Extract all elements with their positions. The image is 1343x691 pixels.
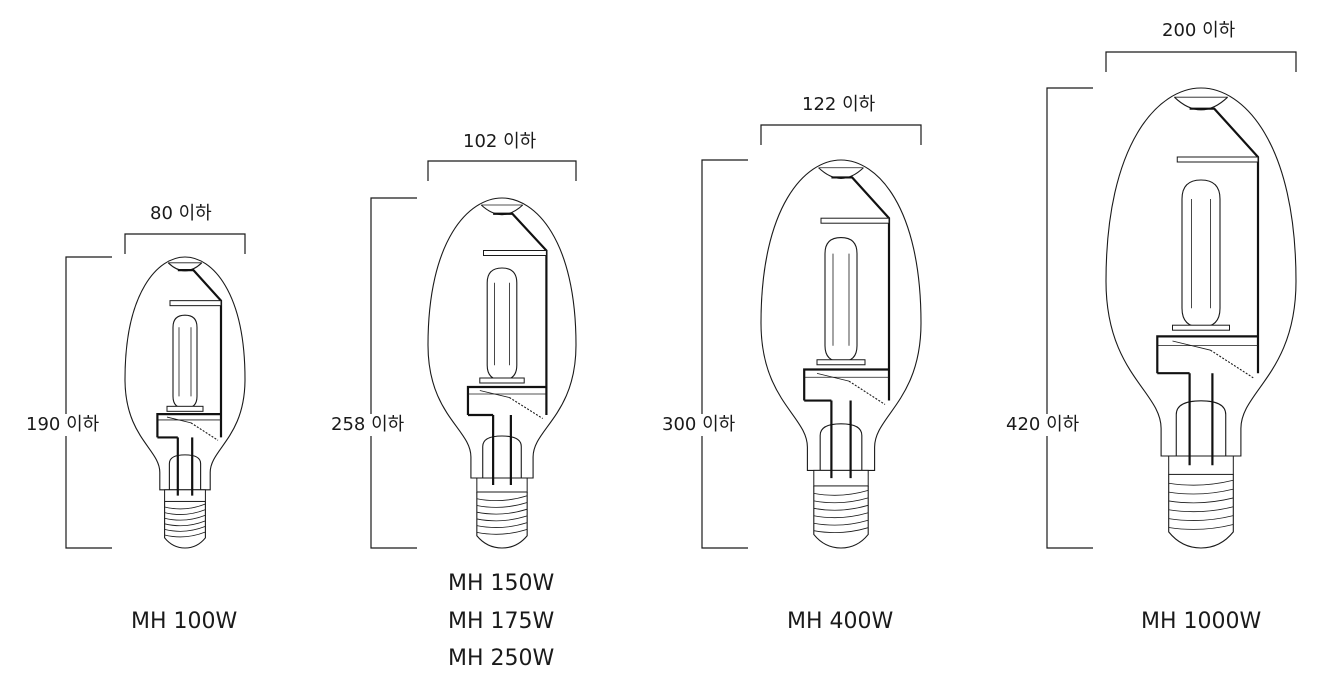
- bulb-envelope: [760, 159, 922, 471]
- arc-tube: [486, 267, 518, 381]
- height-dimension-mh1000: [1046, 87, 1093, 549]
- bulb-mh400: [760, 159, 922, 549]
- model-label-mh400: MH 400W: [787, 609, 894, 634]
- bulb-mh1000: [1105, 87, 1297, 549]
- model-label-mh1000: MH 1000W: [1141, 609, 1262, 634]
- height-dimension-mh150: [370, 197, 417, 549]
- stem-tube: [482, 435, 522, 478]
- width-dimension-mh100: [124, 233, 246, 254]
- height-label-mh100: 190 이하: [26, 414, 100, 436]
- width-label-mh150: 102 이하: [463, 131, 537, 152]
- width-dimension-mh1000: [1105, 51, 1297, 72]
- bulb-mh100: [124, 256, 246, 549]
- arc-tube: [172, 314, 198, 409]
- screw-base: [1168, 455, 1234, 549]
- getter-coil: [190, 422, 219, 441]
- width-dimension-mh400: [760, 124, 922, 145]
- support-wire: [493, 212, 548, 415]
- getter-coil: [848, 380, 886, 405]
- stem-tube: [819, 423, 863, 471]
- bulb-mh150: [427, 197, 577, 549]
- model-label-mh175: MH 175W: [448, 609, 555, 634]
- model-label-mh150: MH 150W: [448, 571, 555, 596]
- bulb-envelope: [427, 197, 577, 479]
- width-dimension-mh150: [427, 160, 577, 181]
- width-label-mh1000: 200 이하: [1162, 20, 1236, 41]
- height-dimension-mh100: [65, 256, 112, 549]
- model-label-mh100: MH 100W: [131, 609, 238, 634]
- model-label-mh250: MH 250W: [448, 646, 555, 671]
- getter-coil: [509, 397, 543, 419]
- screw-base: [164, 489, 206, 549]
- height-dimension-mh400: [701, 159, 748, 549]
- height-label-mh150: 258 이하: [331, 414, 405, 436]
- width-label-mh400: 122 이하: [802, 94, 876, 115]
- bulb-envelope: [124, 256, 246, 491]
- arc-tube: [1181, 179, 1221, 328]
- getter-coil: [1210, 349, 1254, 379]
- stem-tube: [1175, 400, 1227, 456]
- arc-tube: [824, 237, 858, 363]
- width-label-mh100: 80 이하: [150, 203, 212, 224]
- height-label-mh1000: 420 이하: [1006, 414, 1080, 436]
- screw-base: [476, 477, 528, 549]
- stem-tube: [168, 454, 202, 490]
- support-wire: [1189, 107, 1260, 374]
- bulb-envelope: [1105, 87, 1297, 457]
- support-wire: [831, 176, 891, 401]
- screw-base: [813, 469, 869, 549]
- support-wire: [177, 268, 223, 438]
- height-label-mh400: 300 이하: [662, 414, 736, 436]
